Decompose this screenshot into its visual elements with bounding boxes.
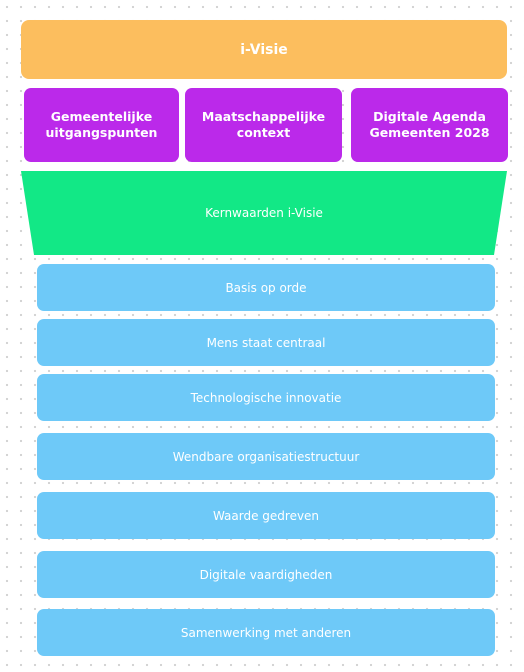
input-label: Maatschappelijke context	[201, 109, 326, 140]
funnel-shape	[21, 171, 507, 255]
value-mens-staat-centraal: Mens staat centraal	[37, 319, 495, 366]
value-label: Technologische innovatie	[190, 390, 342, 405]
value-technologische-innovatie: Technologische innovatie	[37, 374, 495, 421]
value-label: Basis op orde	[225, 280, 307, 295]
i-visie-title: i-Visie	[240, 41, 288, 58]
input-box-maatschappelijke-context: Maatschappelijke context	[185, 88, 342, 162]
value-label: Wendbare organisatiestructuur	[172, 449, 360, 464]
value-label: Digitale vaardigheden	[199, 567, 333, 582]
value-digitale-vaardigheden: Digitale vaardigheden	[37, 551, 495, 598]
i-visie-header: i-Visie	[21, 20, 507, 79]
kernwaarden-funnel: Kernwaarden i-Visie	[21, 171, 507, 255]
funnel-label: Kernwaarden i-Visie	[205, 206, 323, 220]
value-wendbare-organisatiestructuur: Wendbare organisatiestructuur	[37, 433, 495, 480]
input-label: Digitale Agenda Gemeenten 2028	[369, 109, 490, 140]
value-label: Mens staat centraal	[206, 335, 326, 350]
input-box-digitale-agenda: Digitale Agenda Gemeenten 2028	[351, 88, 508, 162]
value-label: Waarde gedreven	[212, 508, 320, 523]
input-label: Gemeentelijke uitgangspunten	[45, 109, 158, 140]
value-waarde-gedreven: Waarde gedreven	[37, 492, 495, 539]
value-samenwerking-met-anderen: Samenwerking met anderen	[37, 609, 495, 656]
value-basis-op-orde: Basis op orde	[37, 264, 495, 311]
input-box-gemeentelijke-uitgangspunten: Gemeentelijke uitgangspunten	[24, 88, 179, 162]
value-label: Samenwerking met anderen	[180, 625, 352, 640]
